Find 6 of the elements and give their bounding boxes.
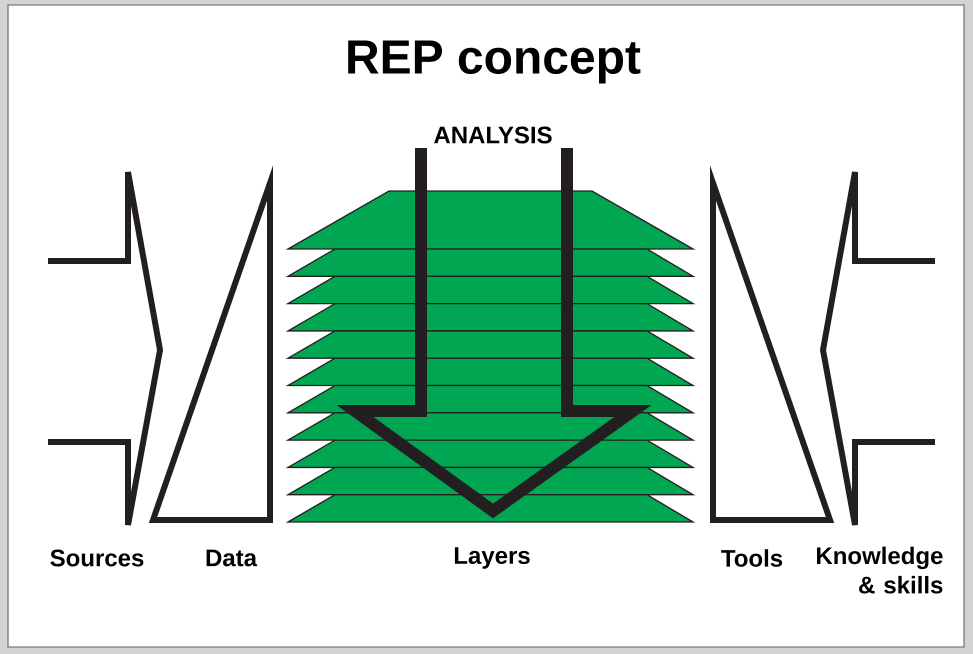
chevron-block: Knowledge & skills (817, 169, 943, 594)
title: REP concept (348, 40, 640, 84)
node-label: Data (206, 550, 258, 566)
node-label: Tools (721, 549, 782, 567)
chevron-block: Sources (48, 169, 164, 566)
node-label: Layers (454, 547, 530, 569)
